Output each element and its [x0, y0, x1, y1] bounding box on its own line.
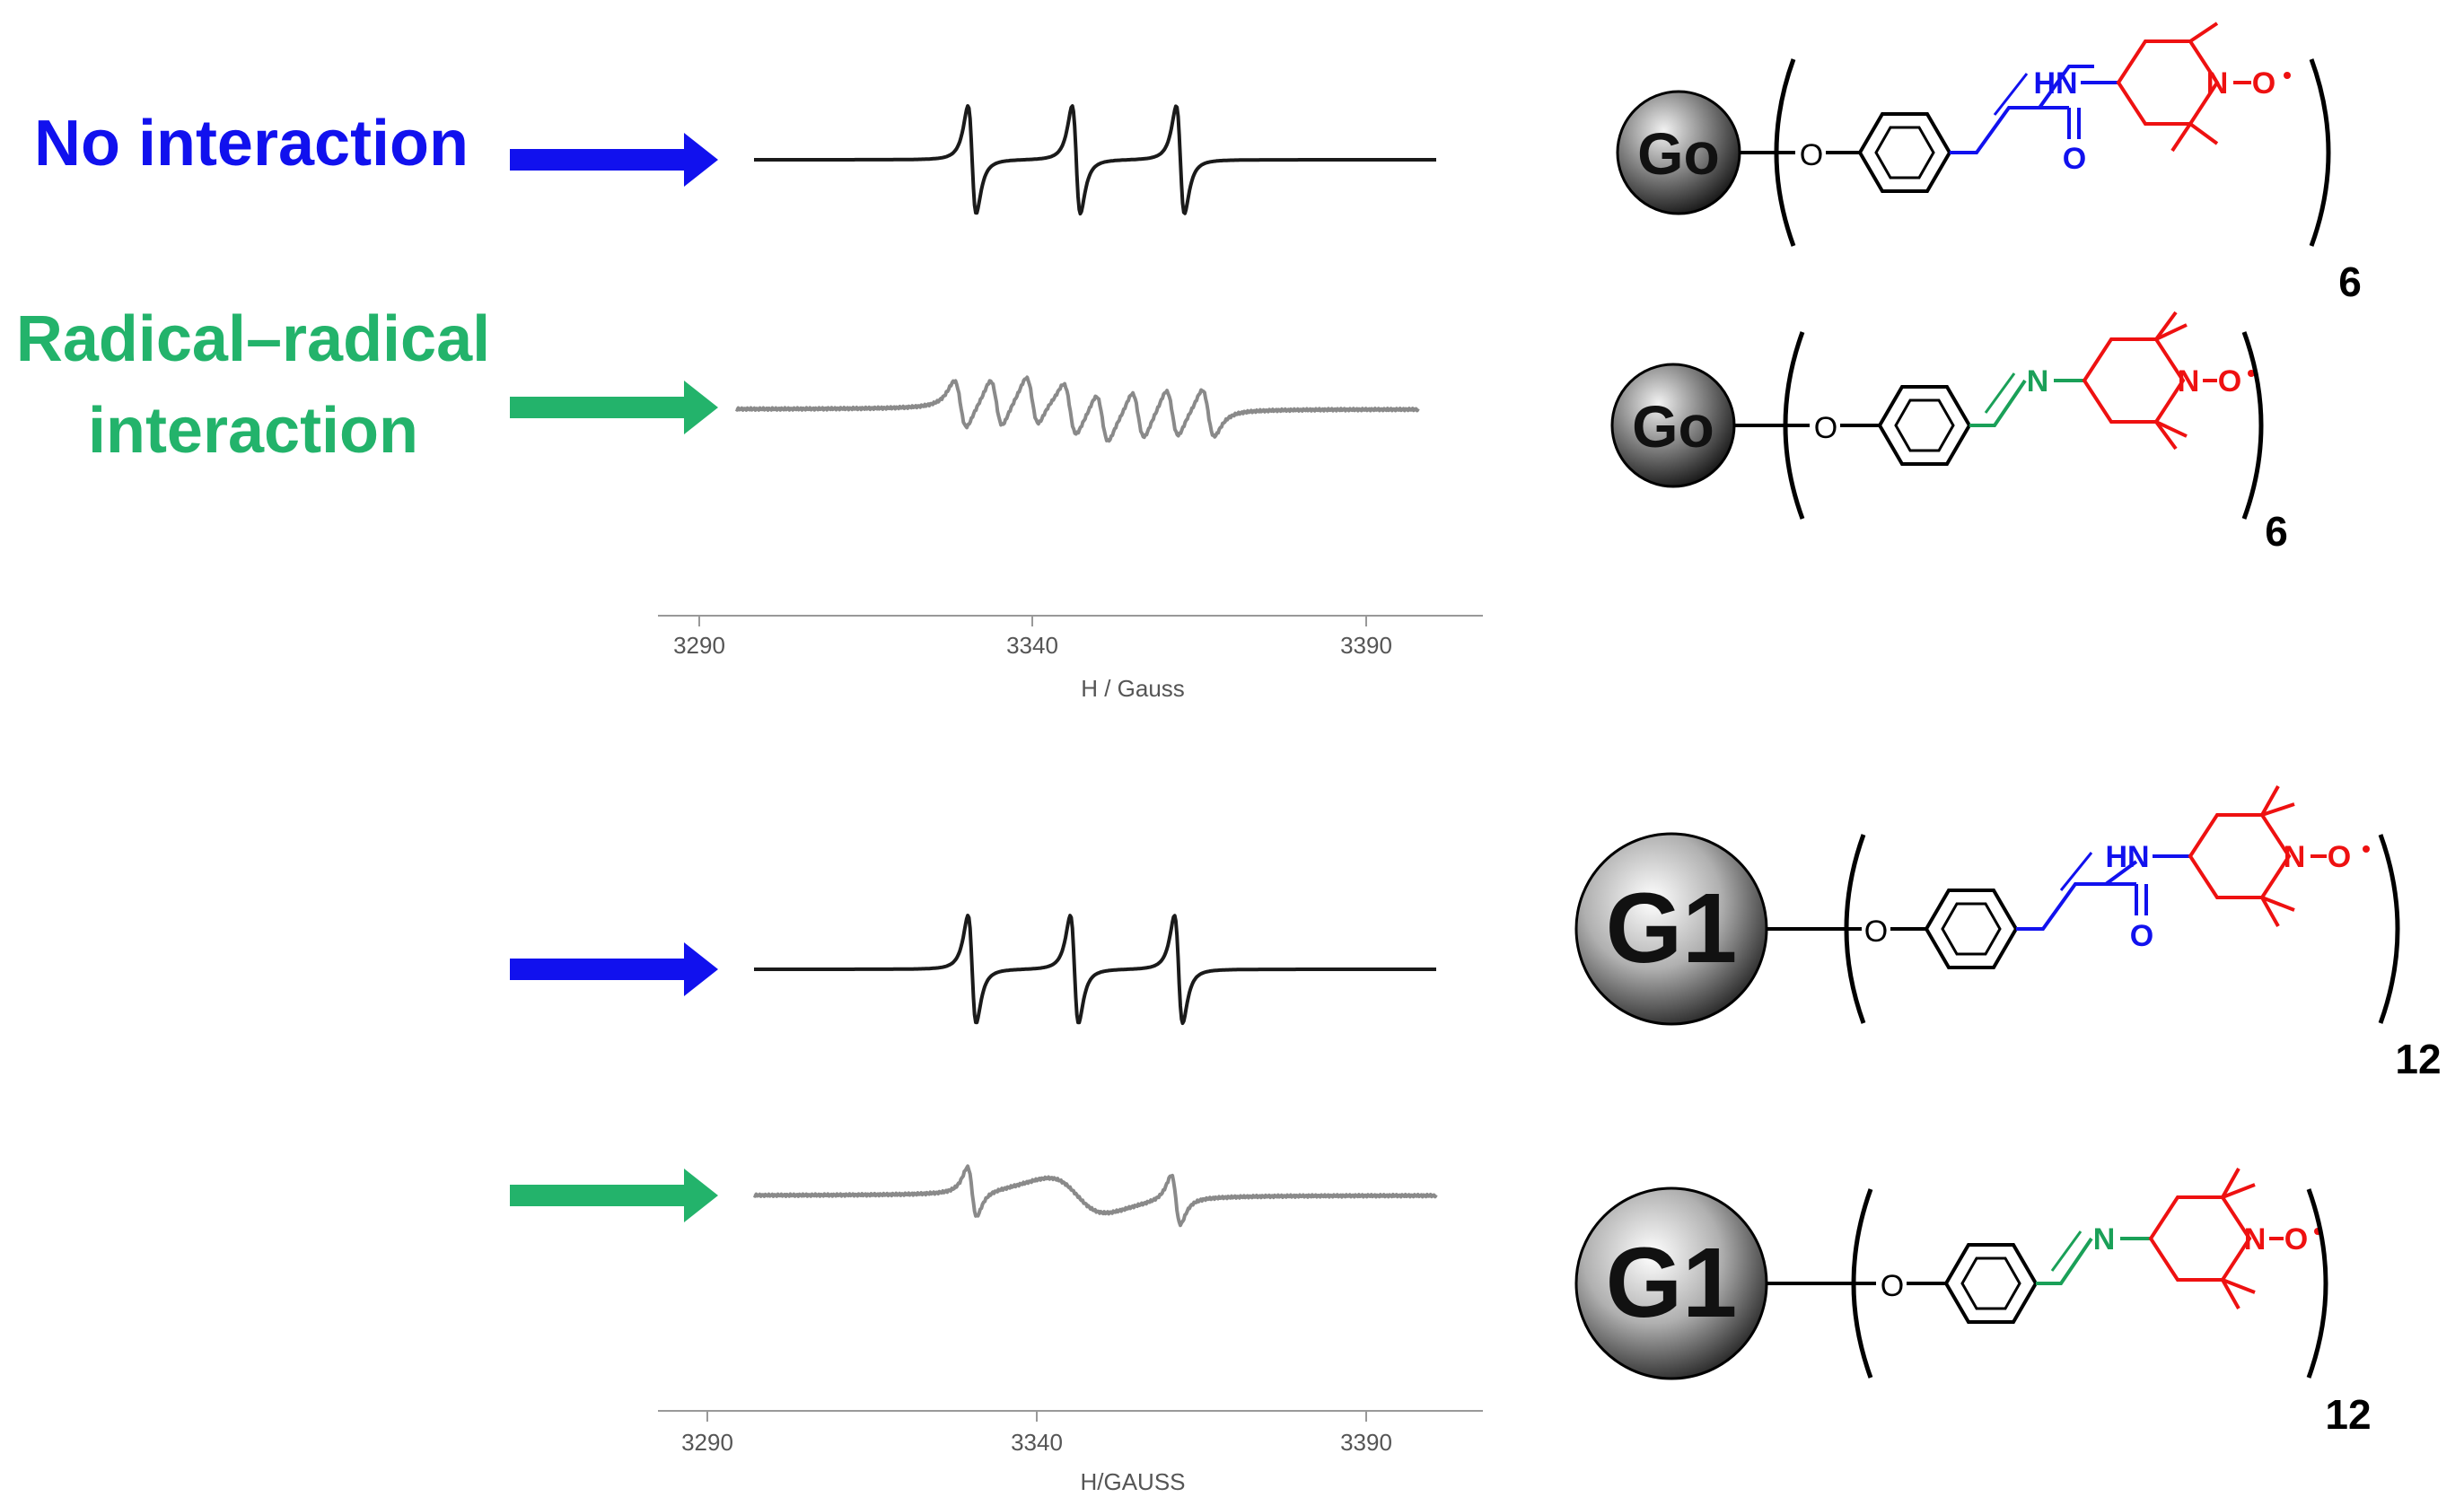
multiplicity: 6	[2338, 258, 2362, 305]
atom-nh: HN	[2105, 840, 2149, 874]
tick-label: 3390	[1340, 1429, 1392, 1456]
structure-go-amide: Go O O HN N O 6	[1616, 22, 2362, 305]
core-label: G1	[1606, 1228, 1738, 1338]
imine-linker	[1969, 379, 2027, 427]
radical-dot	[2363, 845, 2370, 853]
atom-n-ring: N	[2284, 840, 2306, 874]
tempo-ring	[2188, 813, 2292, 899]
atom-n-ring: N	[2178, 364, 2200, 398]
epr-spectrum-g1-amide	[753, 914, 1437, 1026]
tick-label: 3290	[681, 1429, 733, 1456]
epr-spectrum-g1-imine	[752, 1164, 1438, 1228]
atom-o-radical: O	[2252, 66, 2275, 101]
epr-spectrum-go-amide	[753, 104, 1437, 216]
benzene-ring	[1924, 889, 2019, 969]
structure-go-imine: Go O N N O 6	[1610, 311, 2288, 555]
tick-label: 3290	[673, 632, 725, 659]
radical-dot	[2248, 370, 2255, 377]
structure-g1-amide: G1 O O HN N O 12	[1574, 785, 2442, 1082]
atom-nh: HN	[2033, 66, 2077, 101]
multiplicity: 12	[2325, 1391, 2371, 1438]
tick-label: 3390	[1340, 632, 1392, 659]
axis-panel-1: 3290 3340 3390 H / Gauss	[658, 615, 1483, 702]
axis-xlabel: H / Gauss	[1081, 675, 1185, 702]
atom-o-ether: O	[1864, 915, 1888, 949]
bracket-right	[2378, 834, 2400, 1024]
axis-panel-2: 3290 3340 3390 H/GAUSS	[658, 1410, 1483, 1495]
bracket-right	[2309, 58, 2331, 247]
label-no-interaction: No interaction	[34, 108, 469, 179]
multiplicity: 12	[2395, 1036, 2441, 1082]
atom-o-radical: O	[2284, 1222, 2308, 1256]
bracket-right	[2241, 331, 2264, 520]
atom-n-imine: N	[2027, 364, 2049, 398]
atom-o-ether: O	[1881, 1269, 1904, 1303]
amide-linker	[2016, 860, 2138, 931]
core-label: Go	[1637, 120, 1720, 187]
tick-label: 3340	[1011, 1429, 1063, 1456]
tempo-ring	[2148, 1195, 2252, 1282]
amide-linker	[1950, 65, 2094, 154]
label-radical-line1: Radical–radical	[16, 303, 490, 375]
structure-g1-imine: G1 O N N O 12	[1574, 1168, 2372, 1438]
core-label: Go	[1632, 393, 1714, 460]
arrow-no-interaction-1	[510, 133, 718, 187]
atom-o-ether: O	[1800, 138, 1823, 172]
bracket-right	[2306, 1188, 2328, 1379]
atom-o-carbonyl: O	[2063, 142, 2086, 176]
epr-spectrum-go-imine	[734, 375, 1420, 443]
atom-n-ring: N	[2206, 66, 2229, 101]
label-radical-line2: interaction	[88, 395, 418, 467]
imine-linker	[2036, 1237, 2093, 1285]
arrow-no-interaction-2	[510, 942, 718, 996]
benzene-ring	[1877, 385, 1972, 466]
tick-label: 3340	[1006, 632, 1058, 659]
atom-n-imine: N	[2093, 1222, 2116, 1256]
multiplicity: 6	[2265, 508, 2288, 555]
atom-o-ether: O	[1814, 411, 1837, 445]
arrow-radical-1	[510, 381, 718, 434]
atom-o-carbonyl: O	[2130, 919, 2153, 953]
axis-xlabel: H/GAUSS	[1080, 1468, 1185, 1495]
tempo-ring	[2116, 39, 2220, 126]
atom-o-radical: O	[2328, 840, 2351, 874]
arrow-radical-2	[510, 1169, 718, 1222]
atom-n-ring: N	[2244, 1222, 2267, 1256]
tempo-ring	[2082, 337, 2186, 424]
benzene-ring	[1857, 112, 1952, 193]
core-label: G1	[1606, 873, 1738, 984]
radical-dot	[2284, 72, 2291, 79]
atom-o-radical: O	[2218, 364, 2241, 398]
benzene-ring	[1943, 1243, 2039, 1324]
